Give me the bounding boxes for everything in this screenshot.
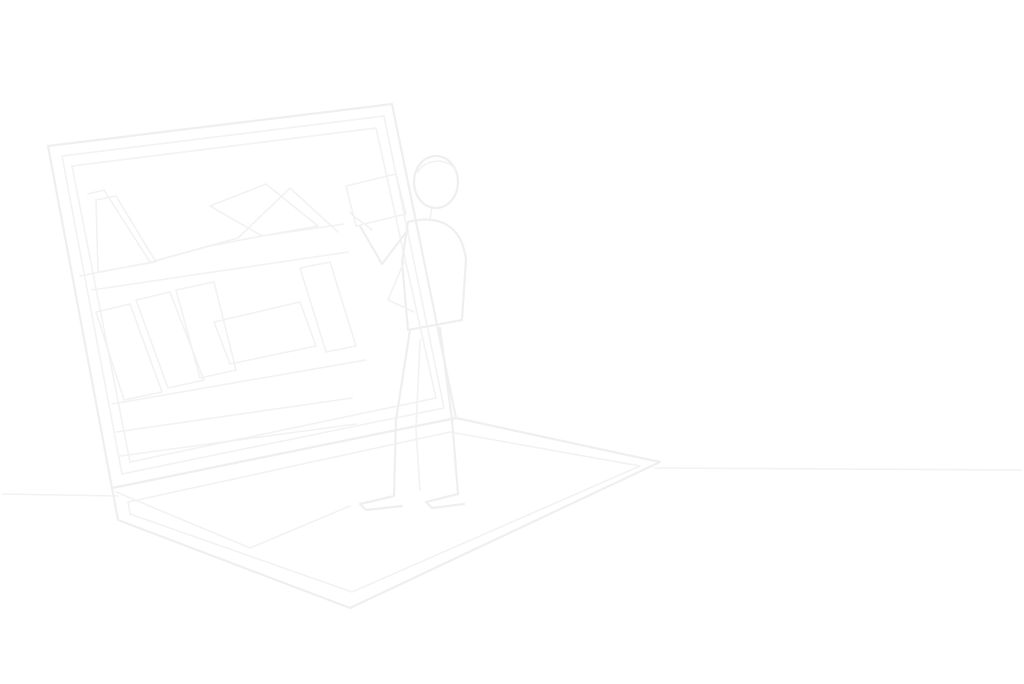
dashboard-text-rows xyxy=(115,397,357,457)
dashboard-bar-chart xyxy=(91,251,367,405)
floor-lines xyxy=(1,467,1023,497)
person-figure xyxy=(345,154,468,512)
dashboard-area-chart xyxy=(79,183,345,277)
